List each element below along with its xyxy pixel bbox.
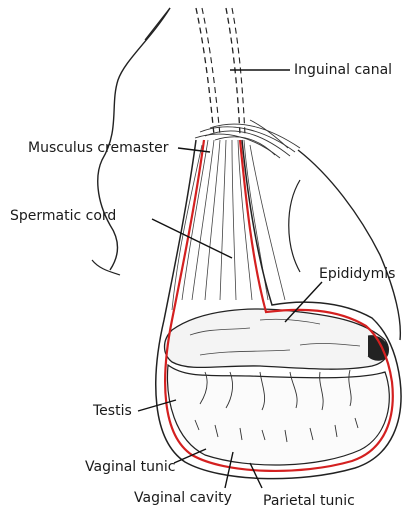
label-vaginal-cavity: Vaginal cavity xyxy=(134,490,232,506)
inguinal-canal-left-wall xyxy=(196,8,214,135)
leader-vaginal-tunic xyxy=(174,449,206,463)
testis-body xyxy=(167,365,389,465)
lower-contour xyxy=(92,260,120,275)
leader-spermatic-cord xyxy=(152,219,232,258)
body-contour-left xyxy=(145,8,170,40)
label-inguinal-canal: Inguinal canal xyxy=(294,62,392,78)
abdomen-outline xyxy=(98,8,170,270)
leader-parietal-tunic xyxy=(250,463,262,488)
inguinal-canal-right-wall xyxy=(226,8,240,135)
label-testis: Testis xyxy=(93,403,132,419)
spermatic-cord-fibers xyxy=(172,140,285,310)
label-musculus-cremaster: Musculus cremaster xyxy=(28,140,168,156)
inguinal-canal-right-wall-2 xyxy=(232,8,245,135)
label-parietal-tunic: Parietal tunic xyxy=(263,493,355,509)
thigh-outline xyxy=(298,150,400,340)
label-epididymis: Epididymis xyxy=(319,266,395,282)
epididymis-body xyxy=(165,309,389,369)
label-vaginal-tunic: Vaginal tunic xyxy=(85,459,175,475)
inguinal-canal-left-wall-2 xyxy=(202,8,220,135)
thigh-inner xyxy=(289,180,300,272)
label-spermatic-cord: Spermatic cord xyxy=(10,208,116,224)
cremaster-fibers xyxy=(195,120,300,158)
